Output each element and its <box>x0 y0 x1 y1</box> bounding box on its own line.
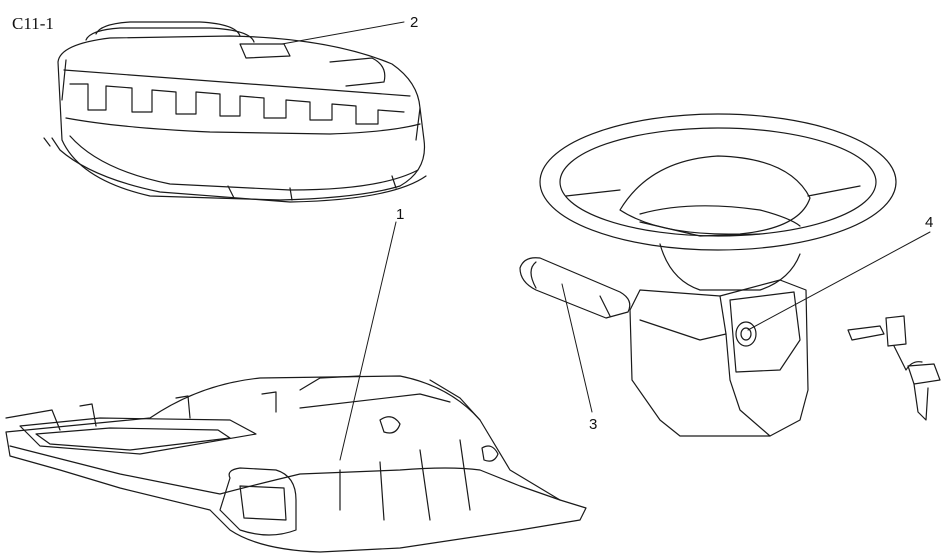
leader-lines <box>281 21 931 461</box>
instrument-panel-housing-drawing <box>5 375 587 553</box>
callout-3: 3 <box>589 416 598 433</box>
ignition-key-drawing <box>847 315 941 421</box>
steering-column-drawing <box>629 279 809 437</box>
callout-4: 4 <box>925 214 934 231</box>
callout-2: 2 <box>410 14 419 31</box>
combination-switch-drawing <box>519 257 631 319</box>
instrument-cluster-drawing <box>43 21 427 203</box>
callout-1: 1 <box>396 206 405 223</box>
figure-id: C11-1 <box>12 14 54 33</box>
steering-wheel-drawing <box>539 113 897 291</box>
